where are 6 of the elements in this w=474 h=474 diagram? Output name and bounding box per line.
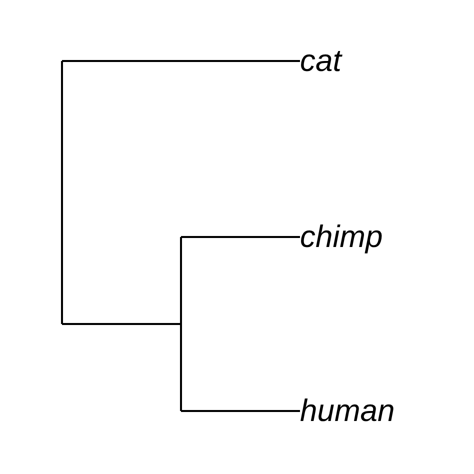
taxon-label: chimp xyxy=(300,219,383,255)
taxon-label: human xyxy=(300,393,395,429)
taxon-label: cat xyxy=(300,43,342,79)
branch-line xyxy=(62,60,300,62)
branch-line xyxy=(181,236,300,238)
branch-line xyxy=(181,410,300,412)
